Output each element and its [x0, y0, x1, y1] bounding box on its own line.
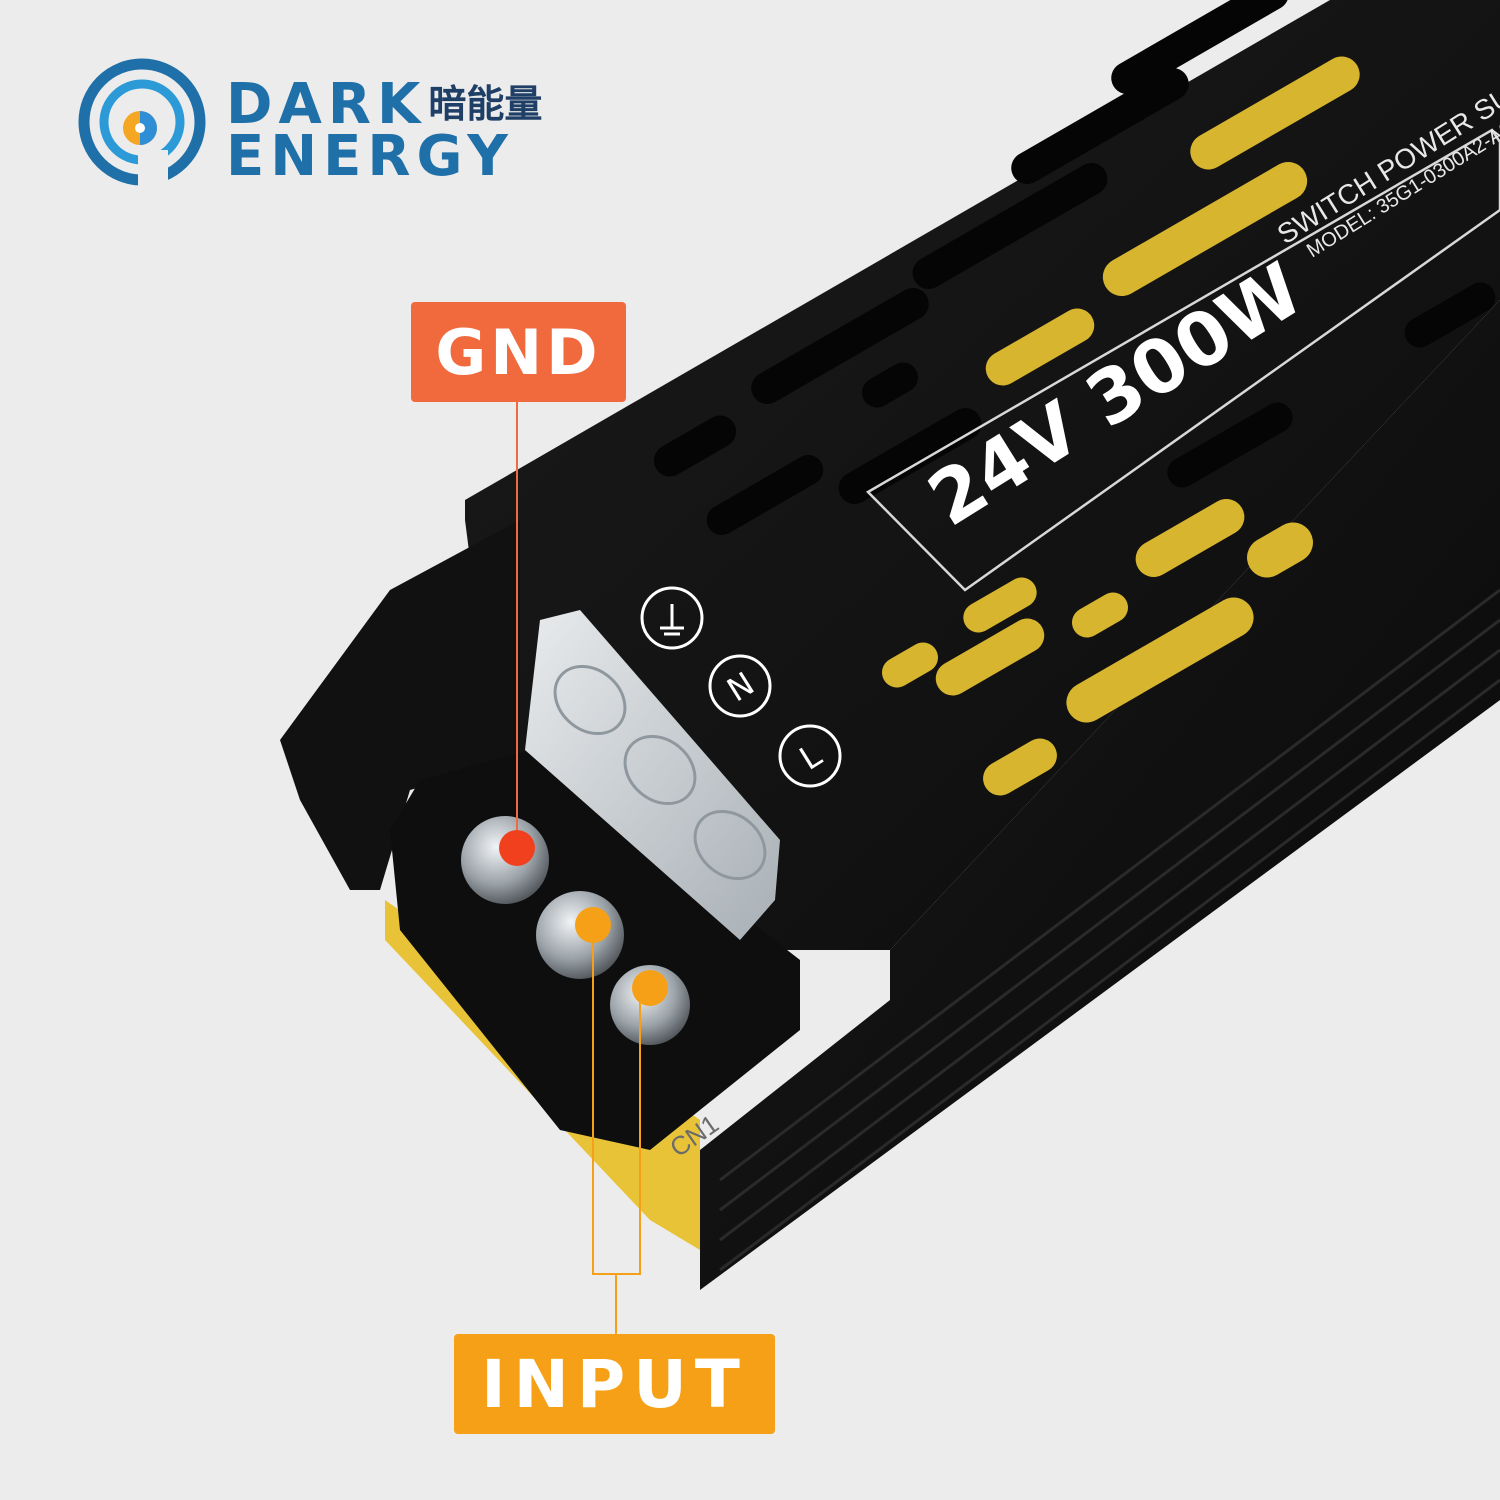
power-supply-body	[280, 0, 1500, 1290]
ground-symbol-icon	[640, 586, 704, 650]
brand-name-line1: DARK	[226, 72, 427, 137]
gnd-callout-label: GND	[411, 302, 626, 402]
gnd-callout-line	[499, 402, 535, 866]
brand-name-line2: ENERGY	[226, 124, 514, 189]
live-marker-dot	[632, 970, 668, 1006]
terminal-block: CN1	[390, 610, 800, 1163]
logo-icon	[78, 58, 206, 186]
input-callout-label: INPUT	[454, 1334, 775, 1434]
brand-logo-text: DARK暗能量 ENERGY	[226, 77, 543, 189]
brand-name-cn: 暗能量	[428, 82, 543, 126]
gnd-marker-dot	[499, 830, 535, 866]
vent-slots	[882, 56, 1360, 796]
neutral-marker-dot	[575, 907, 611, 943]
input-callout-lines	[575, 907, 668, 1334]
